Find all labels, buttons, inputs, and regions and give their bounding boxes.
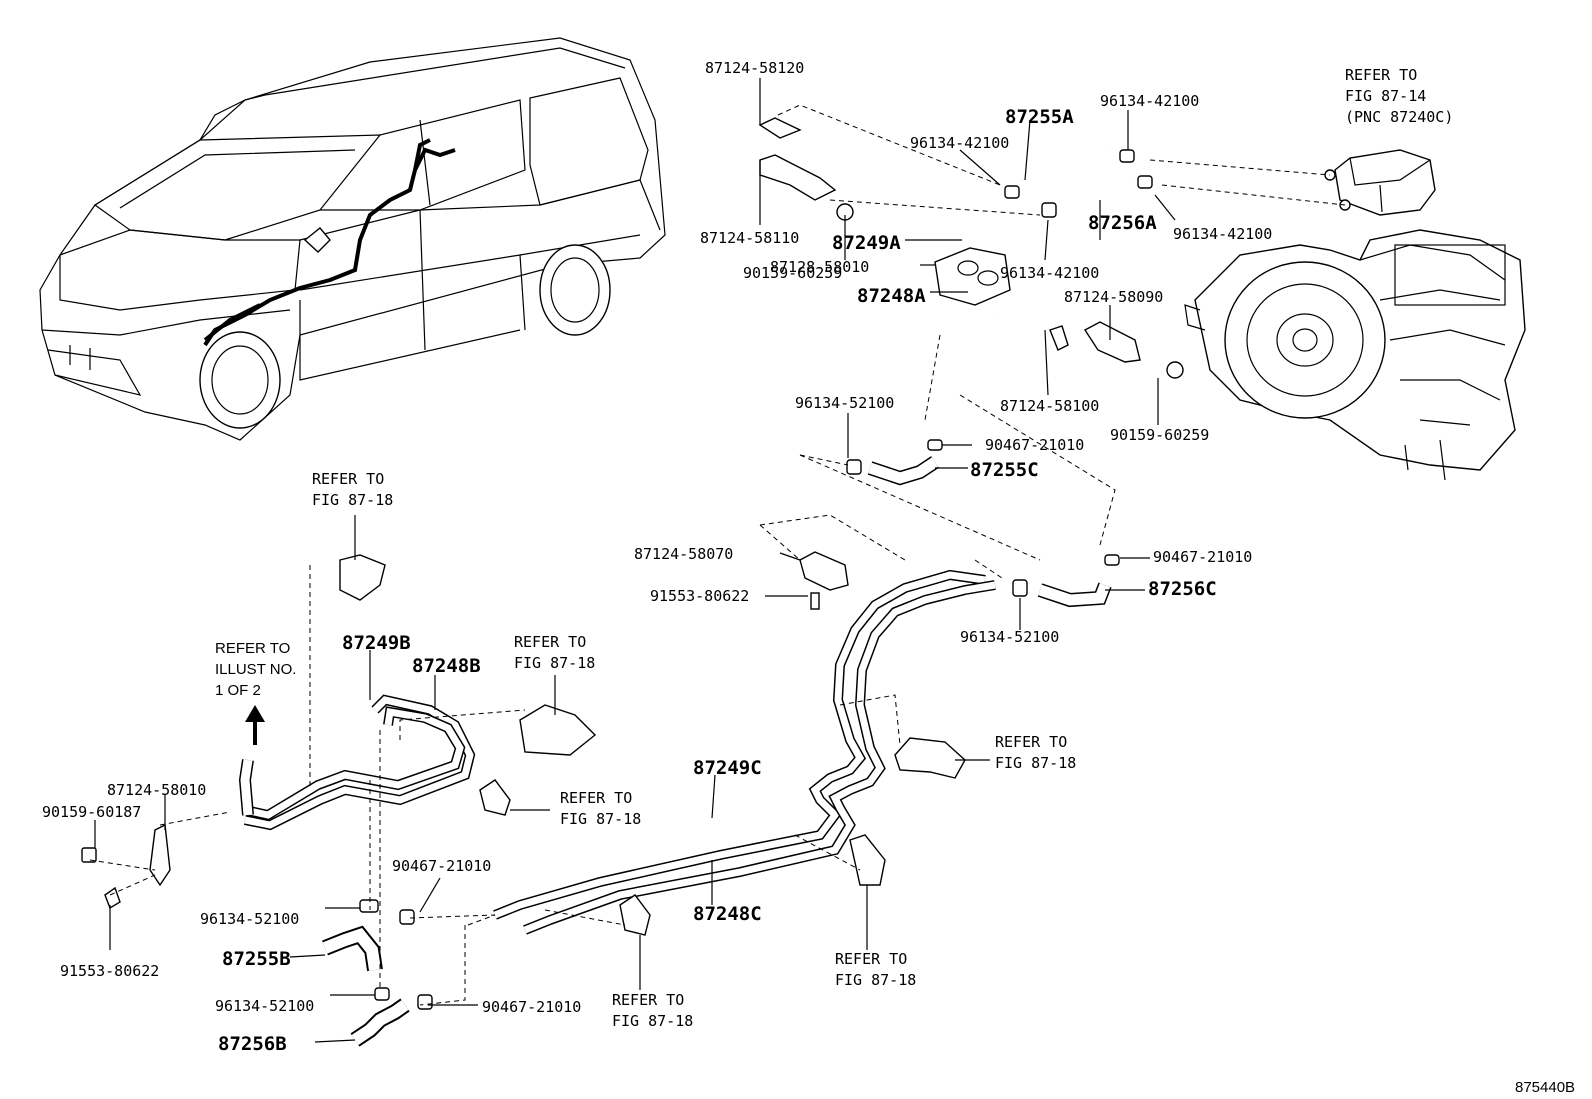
label-96134-52100-a: 96134-52100	[795, 394, 894, 412]
diagram-id: 875440B	[1515, 1079, 1575, 1096]
label-90467-21010-a: 90467-21010	[985, 436, 1084, 454]
refer-fig-87-18-mid-left: REFER TO FIG 87-18	[514, 633, 595, 672]
label-90467-21010-c: 90467-21010	[392, 857, 491, 875]
upper-hose-parts	[758, 117, 1184, 486]
leader-lines	[89, 78, 1346, 1043]
label-91553-80622-b: 91553-80622	[60, 962, 159, 980]
label-90467-21010-b: 90467-21010	[1153, 548, 1252, 566]
refer-fig-87-18-clip-left: REFER TO FIG 87-18	[560, 789, 641, 828]
label-90159-60259-b: 90159-60259	[1110, 426, 1209, 444]
middle-parts	[799, 551, 1120, 779]
label-87124-58090: 87124-58090	[1064, 288, 1163, 306]
heater-unit-illustration	[1184, 229, 1526, 481]
label-96134-42100-b: 96134-42100	[910, 134, 1009, 152]
label-87248A: 87248A	[857, 285, 926, 307]
label-87128-58010: 87128-58010	[770, 258, 869, 276]
label-91553-80622-a: 91553-80622	[650, 587, 749, 605]
refer-fig-87-14: REFER TO FIG 87-14 (PNC 87240C)	[1345, 66, 1453, 126]
part-labels: 87124-58120 87255A 96134-42100 96134-421…	[42, 59, 1272, 1055]
label-87124-58100: 87124-58100	[1000, 397, 1099, 415]
label-90159-60187: 90159-60187	[42, 803, 141, 821]
label-87249A: 87249A	[832, 232, 901, 254]
label-87124-58110: 87124-58110	[700, 229, 799, 247]
refer-labels: REFER TO FIG 87-14 (PNC 87240C) REFER TO…	[215, 66, 1453, 1030]
label-87248C: 87248C	[693, 903, 762, 925]
label-87256B: 87256B	[218, 1033, 287, 1055]
label-87249C: 87249C	[693, 757, 762, 779]
label-87124-58010: 87124-58010	[107, 781, 206, 799]
refer-fig-87-18-lower-right: REFER TO FIG 87-18	[835, 950, 916, 989]
label-96134-42100-d: 96134-42100	[1173, 225, 1272, 243]
label-87124-58120: 87124-58120	[705, 59, 804, 77]
long-pipes	[493, 569, 996, 935]
van-illustration	[39, 37, 666, 441]
label-87256A: 87256A	[1088, 212, 1157, 234]
label-87255B: 87255B	[222, 948, 291, 970]
refer-fig-87-18-right: REFER TO FIG 87-18	[995, 733, 1076, 772]
label-87256C: 87256C	[1148, 578, 1217, 600]
heater-control-valve-illustration	[1324, 149, 1436, 216]
label-87124-58070: 87124-58070	[634, 545, 733, 563]
label-96134-52100-b: 96134-52100	[960, 628, 1059, 646]
refer-fig-87-18-top-left: REFER TO FIG 87-18	[312, 470, 393, 509]
label-90467-21010-d: 90467-21010	[482, 998, 581, 1016]
label-96134-42100-c: 96134-42100	[1000, 264, 1099, 282]
label-96134-52100-d: 96134-52100	[215, 997, 314, 1015]
label-87248B: 87248B	[412, 655, 481, 677]
label-90159-60259-a: 90159-60259	[743, 264, 842, 282]
label-96134-52100-c: 96134-52100	[200, 910, 299, 928]
label-87249B: 87249B	[342, 632, 411, 654]
label-87255C: 87255C	[970, 459, 1039, 481]
label-87255A: 87255A	[1005, 106, 1074, 128]
label-96134-42100-a: 96134-42100	[1100, 92, 1199, 110]
refer-fig-87-18-lower-mid: REFER TO FIG 87-18	[612, 991, 693, 1030]
left-pipes	[81, 554, 886, 1047]
refer-illust-no: REFER TO ILLUST NO. 1 OF 2	[215, 640, 301, 699]
